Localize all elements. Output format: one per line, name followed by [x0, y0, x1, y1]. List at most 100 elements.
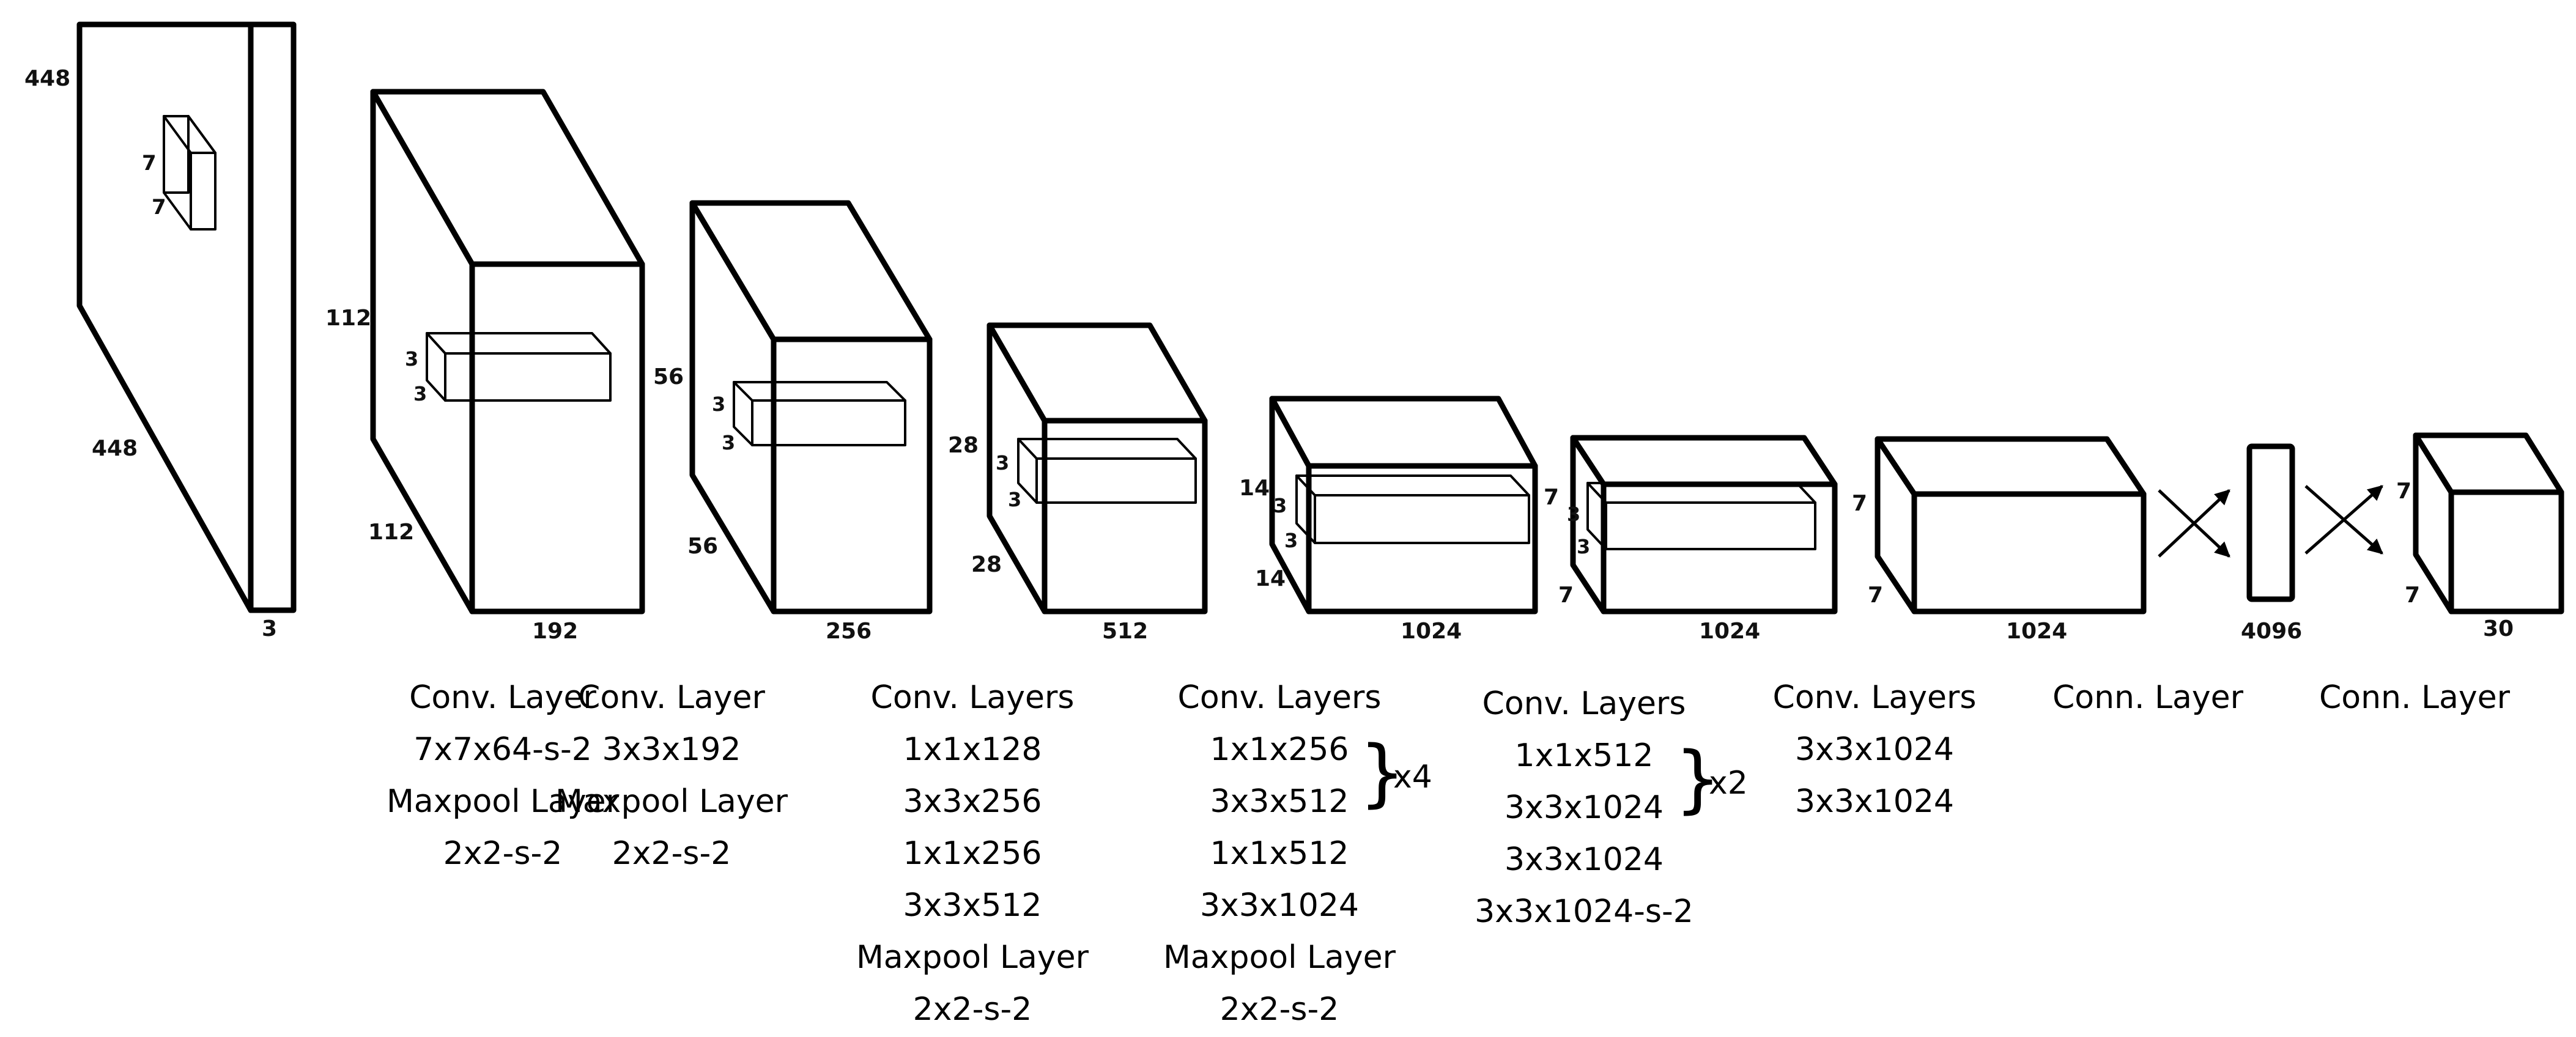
- block-6-depth-label: 1024: [2006, 619, 2067, 644]
- caption-line: 3x3x512: [903, 887, 1042, 924]
- conv-block-2: 56 56 256 3 3 Conv. Layer 3x3x192 Maxpoo…: [555, 200, 933, 872]
- block-3-front-face: [1042, 418, 1208, 614]
- block-5-side-face: [1570, 435, 1607, 614]
- caption-line: 3x3x512: [1210, 783, 1349, 820]
- block-3-top-face: [986, 322, 1208, 424]
- block-2-caption: Conv. Layer 3x3x192 Maxpool Layer 2x2-s-…: [555, 679, 788, 872]
- caption-line: 1x1x512: [1515, 737, 1654, 774]
- conv-block-5: 7 7 1024 3 3 Conv. Layers 1x1x512 3x3x10…: [1475, 435, 1838, 930]
- block-4-kernel-width-label: 3: [1284, 529, 1298, 552]
- caption-line: 3x3x1024: [1795, 783, 1954, 820]
- fully-connected-layer: 4096 Conn. Layer: [2052, 443, 2302, 716]
- repeat-brace: }: [1359, 731, 1405, 816]
- output-depth-label: 30: [2483, 616, 2514, 641]
- block-1-width-label: 112: [368, 520, 414, 545]
- caption-line: 3x3x192: [602, 731, 741, 768]
- block-3-kernel-height-label: 3: [996, 451, 1009, 474]
- block-5-kernel-height-label: 3: [1567, 503, 1580, 526]
- block-5-top-face: [1570, 435, 1838, 487]
- block-1-kernel-box: [426, 332, 612, 402]
- block-6-front-face: [1911, 491, 2147, 614]
- block-1-depth-label: 192: [532, 619, 578, 644]
- block-2-kernel-box: [733, 381, 906, 446]
- output-side-face: [2413, 432, 2454, 614]
- block-3-caption: Conv. Layers 1x1x128 3x3x256 1x1x256 3x3…: [856, 679, 1089, 1028]
- output-caption: Conn. Layer: [2319, 679, 2511, 716]
- fc-depth-label: 4096: [2241, 619, 2302, 644]
- caption-line: 2x2-s-2: [443, 835, 563, 872]
- block-3-width-label: 28: [971, 552, 1002, 577]
- caption-line: Conv. Layer: [578, 679, 765, 716]
- caption-line: 2x2-s-2: [1220, 991, 1339, 1028]
- conv-block-6: 7 7 1024 Conv. Layers 3x3x1024 3x3x1024: [1773, 436, 2147, 820]
- block-2-front-face: [771, 336, 933, 614]
- output-height-label: 7: [2396, 479, 2411, 504]
- input-image-layer: 448 448 3 7 7: [24, 21, 297, 641]
- caption-line: 2x2-s-2: [612, 835, 731, 872]
- block-1-height-label: 112: [325, 306, 371, 331]
- arrow-down: [2158, 489, 2230, 558]
- repeat-count: x2: [1709, 765, 1748, 802]
- caption-line: 2x2-s-2: [913, 991, 1032, 1028]
- conv-block-1: 112 112 192 3 3 Conv. Layer 7x7x64-s-2 M…: [325, 89, 645, 872]
- block-5-caption: Conv. Layers 1x1x512 3x3x1024 3x3x1024 3…: [1475, 685, 1748, 930]
- block-1-kernel-height-label: 3: [405, 347, 418, 371]
- block-5-kernel-box: [1586, 482, 1816, 550]
- caption-line: Maxpool Layer: [856, 939, 1089, 976]
- caption-line: Conv. Layers: [871, 679, 1075, 716]
- block-3-kernel-width-label: 3: [1008, 488, 1021, 511]
- caption-line: 1x1x256: [903, 835, 1042, 872]
- block-6-caption: Conv. Layers 3x3x1024 3x3x1024: [1773, 679, 1977, 820]
- input-kernel-height-label: 7: [142, 151, 157, 175]
- caption-line: 3x3x256: [903, 783, 1042, 820]
- block-2-depth-label: 256: [826, 619, 872, 644]
- block-2-top-face: [689, 200, 933, 342]
- block-2-side-face: [689, 200, 777, 614]
- caption-line: 3x3x1024-s-2: [1475, 893, 1693, 930]
- block-6-side-face: [1875, 436, 1917, 614]
- output-front-face: [2448, 489, 2564, 614]
- arrow-down: [2304, 485, 2383, 555]
- input-kernel-width-label: 7: [152, 195, 166, 220]
- input-height-label: 448: [24, 66, 70, 91]
- input-kernel-box: [163, 115, 217, 231]
- caption-line: Conv. Layers: [1482, 685, 1686, 722]
- connection-arrows-1: [2158, 489, 2230, 558]
- caption-line: 3x3x1024: [1505, 789, 1664, 826]
- block-3-kernel-box: [1017, 438, 1197, 504]
- caption-line: 1x1x512: [1210, 835, 1349, 872]
- block-2-width-label: 56: [687, 534, 718, 559]
- caption-line: 7x7x64-s-2: [413, 731, 592, 768]
- input-depth-label: 3: [262, 616, 277, 641]
- block-3-side-face: [986, 322, 1048, 614]
- block-1-front-face: [469, 261, 645, 614]
- caption-line: 3x3x1024: [1200, 887, 1359, 924]
- block-5-depth-label: 1024: [1699, 619, 1760, 644]
- block-4-caption: Conv. Layers 1x1x256 3x3x512 1x1x512 3x3…: [1163, 679, 1432, 1028]
- block-1-top-face: [370, 89, 645, 267]
- block-2-height-label: 56: [653, 364, 684, 389]
- caption-line: Conv. Layer: [409, 679, 596, 716]
- connection-arrows-2: [2304, 485, 2383, 555]
- block-4-side-face: [1269, 396, 1312, 614]
- block-3-depth-label: 512: [1102, 619, 1148, 644]
- block-6-width-label: 7: [1868, 583, 1883, 608]
- fc-caption: Conn. Layer: [2052, 679, 2244, 716]
- block-1-kernel-width-label: 3: [413, 382, 427, 405]
- caption-line: 1x1x128: [903, 731, 1042, 768]
- repeat-count: x4: [1393, 759, 1432, 795]
- block-4-kernel-box: [1295, 474, 1530, 544]
- block-5-height-label: 7: [1544, 485, 1559, 510]
- input-side-face: [76, 21, 254, 613]
- block-2-kernel-width-label: 3: [722, 431, 735, 454]
- block-5-kernel-width-label: 3: [1577, 535, 1590, 558]
- block-6-top-face: [1875, 436, 2147, 497]
- block-4-height-label: 14: [1239, 476, 1270, 501]
- output-top-face: [2413, 432, 2564, 495]
- caption-line: Conv. Layers: [1773, 679, 1977, 716]
- caption-line: 1x1x256: [1210, 731, 1349, 768]
- block-6-height-label: 7: [1852, 491, 1867, 516]
- conv-block-3: 28 28 512 3 3 Conv. Layers 1x1x128 3x3x2…: [856, 322, 1208, 1028]
- conv-block-4: 14 14 1024 3 3 Conv. Layers 1x1x256 3x3x…: [1163, 396, 1538, 1028]
